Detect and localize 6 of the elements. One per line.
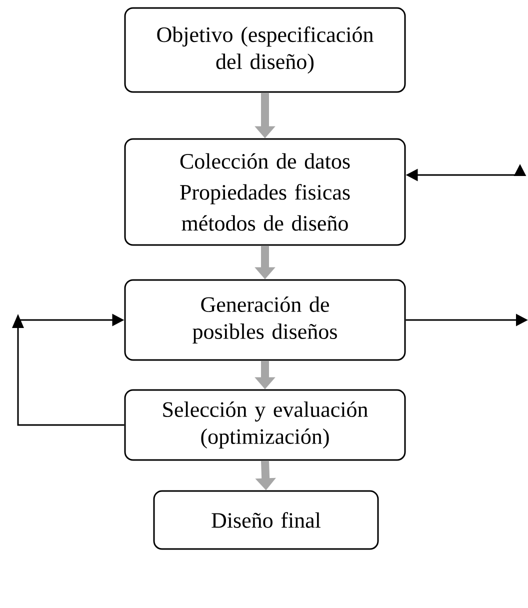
process-box: Objetivo (especificación del diseño) [124,7,406,93]
arrow [12,314,124,426]
process-box: Colección de datos Propiedades fisicas métodos de diseño [124,138,406,246]
process-box: Generación de posibles diseños [124,279,406,361]
process-box: Diseño final [153,490,379,550]
process-box: Selección y evaluación (optimización) [124,389,406,461]
